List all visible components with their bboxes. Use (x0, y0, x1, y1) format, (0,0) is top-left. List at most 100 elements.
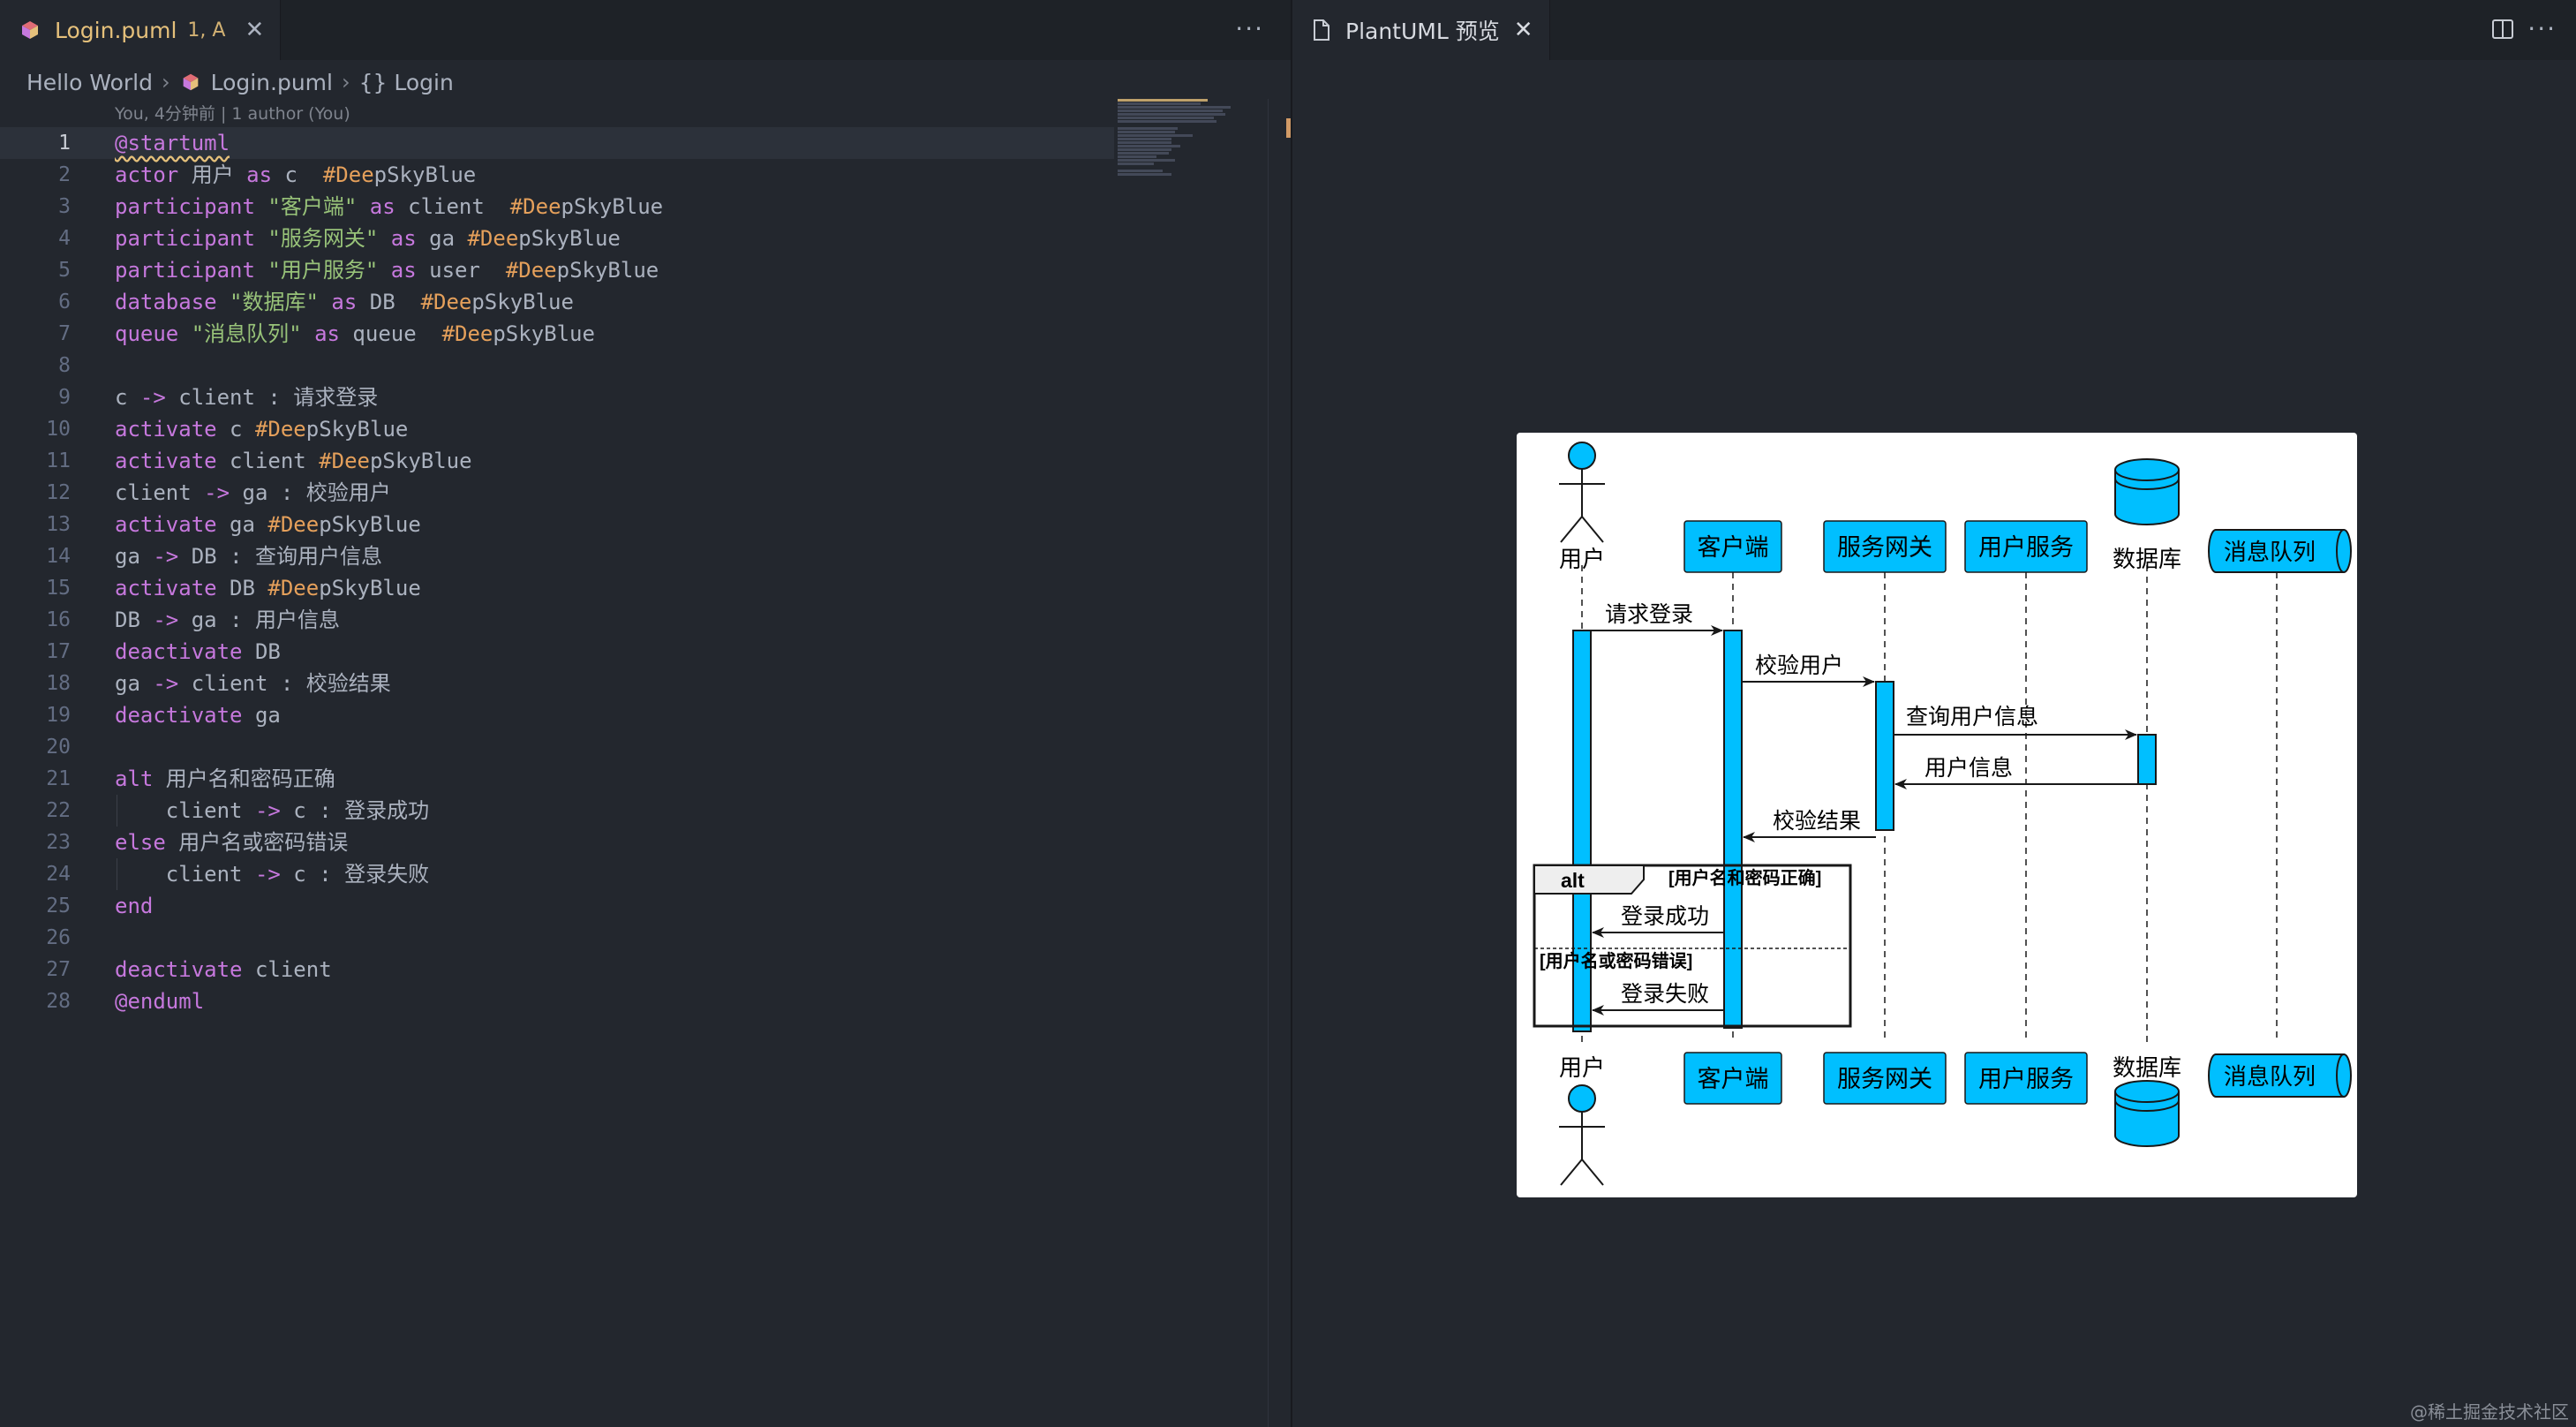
code-text: activate c #DeepSkyBlue (115, 413, 408, 445)
editor-tabbar: Login.puml 1, A ✕ ··· (0, 0, 1291, 60)
code-token: #Dee (509, 194, 561, 219)
code-token: c : 登录失败 (280, 862, 430, 887)
code-text: actor 用户 as c #DeepSkyBlue (115, 159, 476, 191)
sequence-diagram: alt [用户名和密码正确] [用户名或密码错误] 请求登录 校验用户 (1517, 433, 2357, 1197)
line-number: 1 (58, 132, 71, 155)
message-login-failure: 登录失败 (1621, 982, 1709, 1007)
code-token: ga (416, 226, 468, 251)
code-token: DB (242, 639, 281, 664)
code-token: -> (254, 798, 281, 823)
participant-gateway-bottom: 服务网关 (1823, 1052, 1947, 1105)
scrollbar-marker (1286, 118, 1292, 138)
code-token: -> (153, 544, 179, 569)
code-token: pSkyBlue (319, 576, 421, 600)
pane-divider[interactable] (1291, 0, 1292, 1427)
line-number: 20 (46, 736, 71, 759)
code-text: client -> c : 登录失败 (115, 858, 429, 890)
code-line[interactable]: 11 activate client #DeepSkyBlue (0, 445, 1114, 477)
tab-plantuml-preview[interactable]: PlantUML 预览 ✕ (1292, 0, 1550, 60)
minimap[interactable] (1118, 99, 1268, 214)
breadcrumb-symbol[interactable]: {} Login (358, 69, 454, 95)
message-request-login: 请求登录 (1605, 602, 1693, 627)
breadcrumb-file[interactable]: Login.puml (210, 69, 333, 95)
code-text: else 用户名或密码错误 (115, 827, 348, 858)
code-token (255, 226, 267, 251)
code-token: participant (115, 258, 255, 283)
code-line[interactable]: 28@enduml (0, 985, 1114, 1017)
close-icon[interactable]: ✕ (245, 17, 265, 43)
code-line[interactable]: 20 (0, 731, 1114, 763)
code-token: #Dee (420, 290, 472, 314)
more-actions-icon[interactable]: ··· (2527, 14, 2557, 43)
code-token (319, 290, 331, 314)
activation-client (1723, 630, 1743, 1029)
alt-guard-success: [用户名和密码正确] (1668, 867, 1821, 888)
code-token (255, 258, 267, 283)
breadcrumb-workspace[interactable]: Hello World (26, 69, 153, 95)
code-line[interactable]: 22 client -> c : 登录成功 (0, 795, 1114, 827)
svg-text:客户端: 客户端 (1698, 1066, 1769, 1092)
code-text: deactivate client (115, 954, 332, 985)
git-blame-lens[interactable]: You, 4分钟前 | 1 author (You) (115, 104, 350, 124)
code-text: activate client #DeepSkyBlue (115, 445, 472, 477)
code-token (302, 321, 314, 346)
code-token: ga (115, 544, 154, 569)
code-text: activate ga #DeepSkyBlue (115, 509, 421, 540)
code-line[interactable]: 24 client -> c : 登录失败 (0, 858, 1114, 890)
editor-scrollbar[interactable] (1268, 99, 1292, 1427)
code-token: ga (242, 703, 281, 728)
sequence-diagram-svg: alt [用户名和密码正确] [用户名或密码错误] 请求登录 校验用户 (1533, 442, 2352, 1186)
code-token: as (369, 194, 395, 219)
split-editor-icon[interactable] (2491, 18, 2514, 41)
code-token: as (390, 226, 417, 251)
code-text: @enduml (115, 985, 204, 1017)
tab-title: Login.puml (55, 17, 177, 43)
close-icon[interactable]: ✕ (1513, 17, 1533, 43)
code-token: "数据库" (230, 290, 319, 314)
tab-login-puml[interactable]: Login.puml 1, A ✕ (0, 0, 282, 60)
code-token: #Dee (322, 162, 374, 187)
message-query-user: 查询用户信息 (1906, 705, 2038, 729)
line-number: 11 (46, 449, 71, 472)
code-text: participant "客户端" as client #DeepSkyBlue (115, 191, 663, 223)
more-actions-icon[interactable]: ··· (1235, 14, 1264, 43)
alt-fragment: alt [用户名和密码正确] [用户名或密码错误] (1533, 864, 1852, 1028)
plantuml-file-icon (183, 73, 198, 91)
participant-gateway-top: 服务网关 (1823, 520, 1947, 573)
code-token: queue (115, 321, 179, 346)
alt-guard-failure: [用户名或密码错误] (1540, 950, 1692, 971)
code-line[interactable]: 8 (0, 350, 1114, 381)
participant-queue-bottom: 消息队列 (2208, 1053, 2352, 1098)
code-token: as (390, 258, 417, 283)
code-text: ga -> client : 校验结果 (115, 668, 391, 699)
svg-text:客户端: 客户端 (1698, 534, 1769, 561)
code-text: activate DB #DeepSkyBlue (115, 572, 421, 604)
code-line[interactable]: 1@startuml (0, 127, 1114, 159)
activation-database (2137, 734, 2157, 785)
code-line[interactable]: 26 (0, 922, 1114, 954)
code-token: pSkyBlue (493, 321, 595, 346)
code-token: "消息队列" (191, 321, 302, 346)
code-token: else (115, 830, 166, 855)
